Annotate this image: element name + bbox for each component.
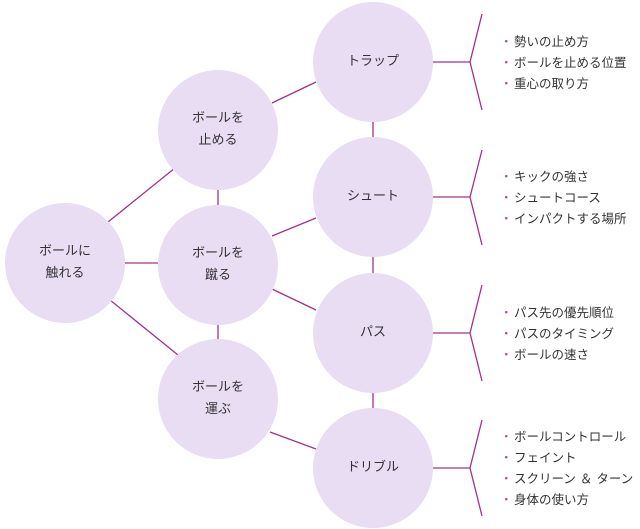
bracket-trap xyxy=(430,13,483,111)
bullet-dot: ・ xyxy=(500,55,513,70)
detail-text: 重心の取り方 xyxy=(514,76,590,91)
bullet-dot: ・ xyxy=(500,326,513,341)
node-label: ボールを 止める xyxy=(191,111,244,148)
detail-text: スクリーン ＆ ターン xyxy=(514,471,634,486)
detail-item: ・シュートコース xyxy=(500,187,627,208)
node-label: パス xyxy=(359,325,386,340)
bracket-lines xyxy=(430,13,483,517)
bullet-dot: ・ xyxy=(500,211,513,226)
bracket-dribble xyxy=(430,419,483,517)
detail-item: ・重心の取り方 xyxy=(500,73,627,94)
details-shoot: ・キックの強さ ・シュートコース ・インパクトする場所 xyxy=(500,166,627,229)
bracket-pass xyxy=(430,284,483,382)
bullet-dot: ・ xyxy=(500,492,513,507)
bullet-dot: ・ xyxy=(500,190,513,205)
details-trap: ・勢いの止め方 ・ボールを止める位置 ・重心の取り方 xyxy=(500,31,627,94)
line-root-stop xyxy=(107,167,176,223)
node-carry-ball: ボールを 運ぶ xyxy=(158,339,278,459)
node-label: トラップ xyxy=(346,54,399,69)
node-label: シュート xyxy=(346,189,399,204)
node-label: ボールを 運ぶ xyxy=(191,380,244,417)
node-shoot: シュート xyxy=(313,137,433,257)
detail-text: キックの強さ xyxy=(514,169,590,184)
detail-item: ・勢いの止め方 xyxy=(500,31,627,52)
detail-item: ・フェイント xyxy=(500,447,633,468)
detail-item: ・ボールを止める位置 xyxy=(500,52,627,73)
node-label: ボールを 蹴る xyxy=(191,246,244,283)
detail-text: フェイント xyxy=(514,450,577,465)
line-root-carry xyxy=(109,299,179,356)
detail-text: パス先の優先順位 xyxy=(514,305,615,320)
line-carry-dribble xyxy=(269,431,317,450)
node-pass: パス xyxy=(313,273,433,393)
node-dribble: ドリブル xyxy=(313,408,433,528)
detail-text: ボールコントロール xyxy=(514,429,627,444)
details-pass: ・パス先の優先順位 ・パスのタイミング ・ボールの速さ xyxy=(500,302,614,365)
detail-item: ・身体の使い方 xyxy=(500,489,633,510)
bullet-dot: ・ xyxy=(500,305,513,320)
line-stop-trap xyxy=(271,81,317,104)
bullet-dot: ・ xyxy=(500,450,513,465)
detail-item: ・パス先の優先順位 xyxy=(500,302,614,323)
bullet-dot: ・ xyxy=(500,34,513,49)
bracket-shoot xyxy=(430,149,483,246)
bullet-dot: ・ xyxy=(500,169,513,184)
detail-text: ボールの速さ xyxy=(514,347,590,362)
detail-text: シュートコース xyxy=(514,190,601,205)
bullet-dot: ・ xyxy=(500,76,513,91)
bullet-dot: ・ xyxy=(500,347,513,362)
node-label: ボールに 触れる xyxy=(38,244,91,281)
detail-item: ・ボールの速さ xyxy=(500,344,614,365)
node-kick-ball: ボールを 蹴る xyxy=(158,205,278,325)
detail-text: インパクトする場所 xyxy=(514,211,627,226)
details-dribble: ・ボールコントロール ・フェイント ・スクリーン ＆ ターン ・身体の使い方 xyxy=(500,426,633,510)
bullet-dot: ・ xyxy=(500,429,513,444)
detail-item: ・キックの強さ xyxy=(500,166,627,187)
detail-item: ・インパクトする場所 xyxy=(500,208,627,229)
detail-text: 勢いの止め方 xyxy=(514,34,590,49)
line-kick-shoot xyxy=(271,217,317,237)
detail-item: ・スクリーン ＆ ターン xyxy=(500,468,633,489)
connector-lines xyxy=(107,81,374,450)
node-touch-ball: ボールに 触れる xyxy=(5,203,125,323)
detail-text: パスのタイミング xyxy=(514,326,615,341)
detail-item: ・ボールコントロール xyxy=(500,426,633,447)
detail-text: ボールを止める位置 xyxy=(514,55,627,70)
node-trap: トラップ xyxy=(313,2,433,122)
bullet-dot: ・ xyxy=(500,471,513,486)
detail-text: 身体の使い方 xyxy=(514,492,590,507)
line-kick-pass xyxy=(271,288,317,311)
node-stop-ball: ボールを 止める xyxy=(158,70,278,190)
node-label: ドリブル xyxy=(346,460,399,475)
detail-item: ・パスのタイミング xyxy=(500,323,614,344)
